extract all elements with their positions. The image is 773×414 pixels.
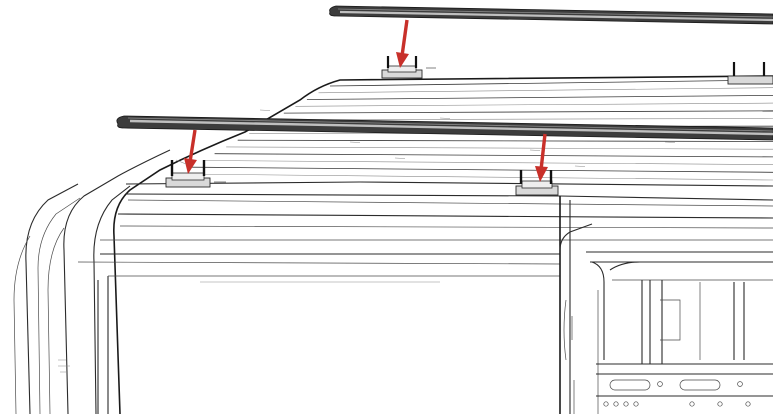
roof-rib xyxy=(226,146,773,150)
roof-rib xyxy=(179,173,773,181)
rib-detail-mark xyxy=(259,109,271,111)
arrow-front-right xyxy=(535,133,548,182)
roof-rib xyxy=(272,118,773,121)
rib-detail-mark xyxy=(439,117,451,119)
van-body xyxy=(13,75,773,414)
foot-rear-left xyxy=(381,56,436,79)
rib-detail-mark xyxy=(664,141,676,143)
front-roof-rail xyxy=(116,115,773,141)
foot-rear-right xyxy=(727,62,773,85)
roof-rib xyxy=(283,110,773,114)
sliding-door-interior xyxy=(586,251,773,414)
roof-rib xyxy=(318,87,773,94)
roof-rib xyxy=(203,160,773,165)
arrow-front-left xyxy=(184,129,197,174)
roof-rib xyxy=(306,95,773,100)
roof-rib xyxy=(329,79,773,87)
roof-rib xyxy=(214,153,773,158)
roof-rib xyxy=(295,102,773,107)
rib-detail-mark xyxy=(349,141,361,143)
rib-detail-mark xyxy=(574,165,586,167)
rib-detail-mark xyxy=(529,149,541,151)
roof-rib xyxy=(237,139,773,142)
foot-front-right xyxy=(515,170,559,196)
roof-rib xyxy=(191,166,773,173)
rib-detail-mark xyxy=(394,157,406,159)
arrow-rear-left xyxy=(396,19,409,68)
detail-marks xyxy=(58,159,187,373)
rear-roof-rail xyxy=(329,5,773,25)
